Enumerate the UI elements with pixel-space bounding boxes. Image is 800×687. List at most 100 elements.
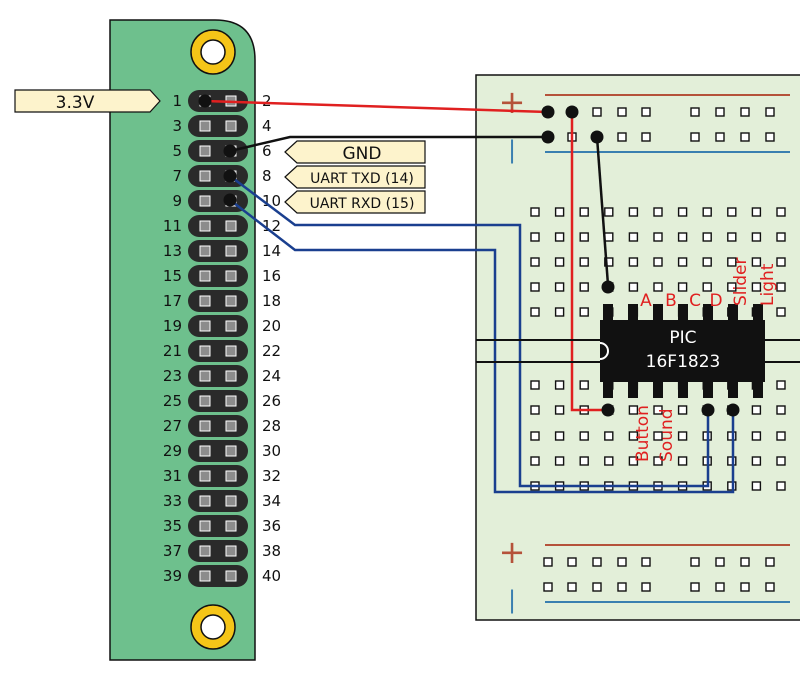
header-pin xyxy=(225,520,237,532)
breadboard-hole xyxy=(530,257,540,267)
header-pin xyxy=(199,445,211,457)
chip-leg xyxy=(728,304,738,320)
breadboard-hole xyxy=(530,431,540,441)
pin-number: 9 xyxy=(172,192,182,210)
breadboard-hole xyxy=(628,232,639,242)
breadboard-hole xyxy=(628,207,639,217)
header-pin xyxy=(199,245,211,257)
signal-tag-vcc: 3.3V xyxy=(14,89,161,113)
header-pin xyxy=(199,120,211,132)
pin-number: 15 xyxy=(163,267,182,285)
pin-number: 37 xyxy=(163,542,182,560)
breadboard-hole xyxy=(628,257,639,267)
minus-sign-top: | xyxy=(508,136,516,164)
chip-pin-label: A xyxy=(640,291,652,311)
breadboard-hole xyxy=(567,582,577,592)
pin-number: 20 xyxy=(262,317,281,335)
breadboard-hole xyxy=(776,257,786,267)
pin-number: 8 xyxy=(262,167,272,185)
header-row xyxy=(188,415,248,437)
breadboard-hole xyxy=(604,456,614,466)
breadboard-hole xyxy=(765,107,775,117)
breadboard-hole xyxy=(604,431,614,441)
pin-number: 38 xyxy=(262,542,281,560)
rxd-label: UART RXD (15) xyxy=(310,196,415,212)
breadboard-hole xyxy=(740,557,750,567)
header-row xyxy=(188,140,248,162)
wire-end-dot xyxy=(223,193,237,207)
wire-end-dot xyxy=(701,403,715,417)
header-pin xyxy=(199,195,211,207)
header-row xyxy=(188,390,248,412)
pin-number: 29 xyxy=(163,442,182,460)
pin-number: 14 xyxy=(262,242,281,260)
pin-number: 19 xyxy=(163,317,182,335)
breadboard-hole xyxy=(715,107,725,117)
wire-end-dot xyxy=(565,105,579,119)
pin-number: 11 xyxy=(163,217,182,235)
breadboard-hole xyxy=(653,431,663,441)
breadboard-hole xyxy=(690,582,700,592)
breadboard-hole xyxy=(690,132,700,142)
breadboard-hole xyxy=(702,282,712,292)
header-row xyxy=(188,365,248,387)
breadboard-hole xyxy=(702,232,712,242)
header-pin xyxy=(199,395,211,407)
breadboard-hole xyxy=(641,132,651,142)
header-pin xyxy=(199,370,211,382)
breadboard-hole xyxy=(690,107,700,117)
breadboard-hole xyxy=(715,582,725,592)
breadboard-hole xyxy=(702,257,712,267)
breadboard-hole xyxy=(617,582,627,592)
header-pin xyxy=(199,545,211,557)
wire-end-dot xyxy=(541,130,555,144)
header-row xyxy=(188,515,248,537)
txd-label: UART TXD (14) xyxy=(310,171,414,187)
pin-number: 30 xyxy=(262,442,281,460)
pin-number: 21 xyxy=(163,342,182,360)
pin-number: 12 xyxy=(262,217,281,235)
chip-pin-label: C xyxy=(689,291,701,311)
breadboard-hole xyxy=(579,232,589,242)
breadboard-hole xyxy=(776,232,786,242)
breadboard-hole xyxy=(727,207,737,217)
breadboard-hole xyxy=(554,405,565,415)
chip-leg xyxy=(603,382,613,398)
breadboard-hole xyxy=(751,207,762,217)
chip-leg xyxy=(628,304,638,320)
breadboard-hole xyxy=(579,456,589,466)
vcc-label: 3.3V xyxy=(56,93,95,113)
breadboard-hole xyxy=(751,282,762,292)
header-pin xyxy=(199,145,211,157)
header-pin xyxy=(225,370,237,382)
pin-number: 36 xyxy=(262,517,281,535)
header-row xyxy=(188,565,248,587)
pin-number: 32 xyxy=(262,467,281,485)
chip-leg xyxy=(728,382,738,398)
minus-sign-bottom: | xyxy=(508,586,516,614)
chip-leg xyxy=(653,382,663,398)
power-wire-jumper xyxy=(570,112,608,412)
pin-number: 18 xyxy=(262,292,281,310)
breadboard-hole xyxy=(641,582,651,592)
pin-number: 13 xyxy=(163,242,182,260)
plus-sign-bottom: + xyxy=(499,533,526,571)
header-pin xyxy=(199,345,211,357)
header-row xyxy=(188,340,248,362)
header-pin xyxy=(225,445,237,457)
header-pin xyxy=(225,570,237,582)
breadboard-hole xyxy=(653,282,663,292)
breadboard-hole xyxy=(751,481,762,491)
wires xyxy=(204,99,735,494)
header-row xyxy=(188,540,248,562)
pin-number: 39 xyxy=(163,567,182,585)
header-row xyxy=(188,215,248,237)
breadboard-hole xyxy=(776,380,786,390)
header-pin xyxy=(225,220,237,232)
breadboard-hole xyxy=(554,431,565,441)
header-pin xyxy=(225,295,237,307)
plus-sign-top: + xyxy=(499,83,526,121)
